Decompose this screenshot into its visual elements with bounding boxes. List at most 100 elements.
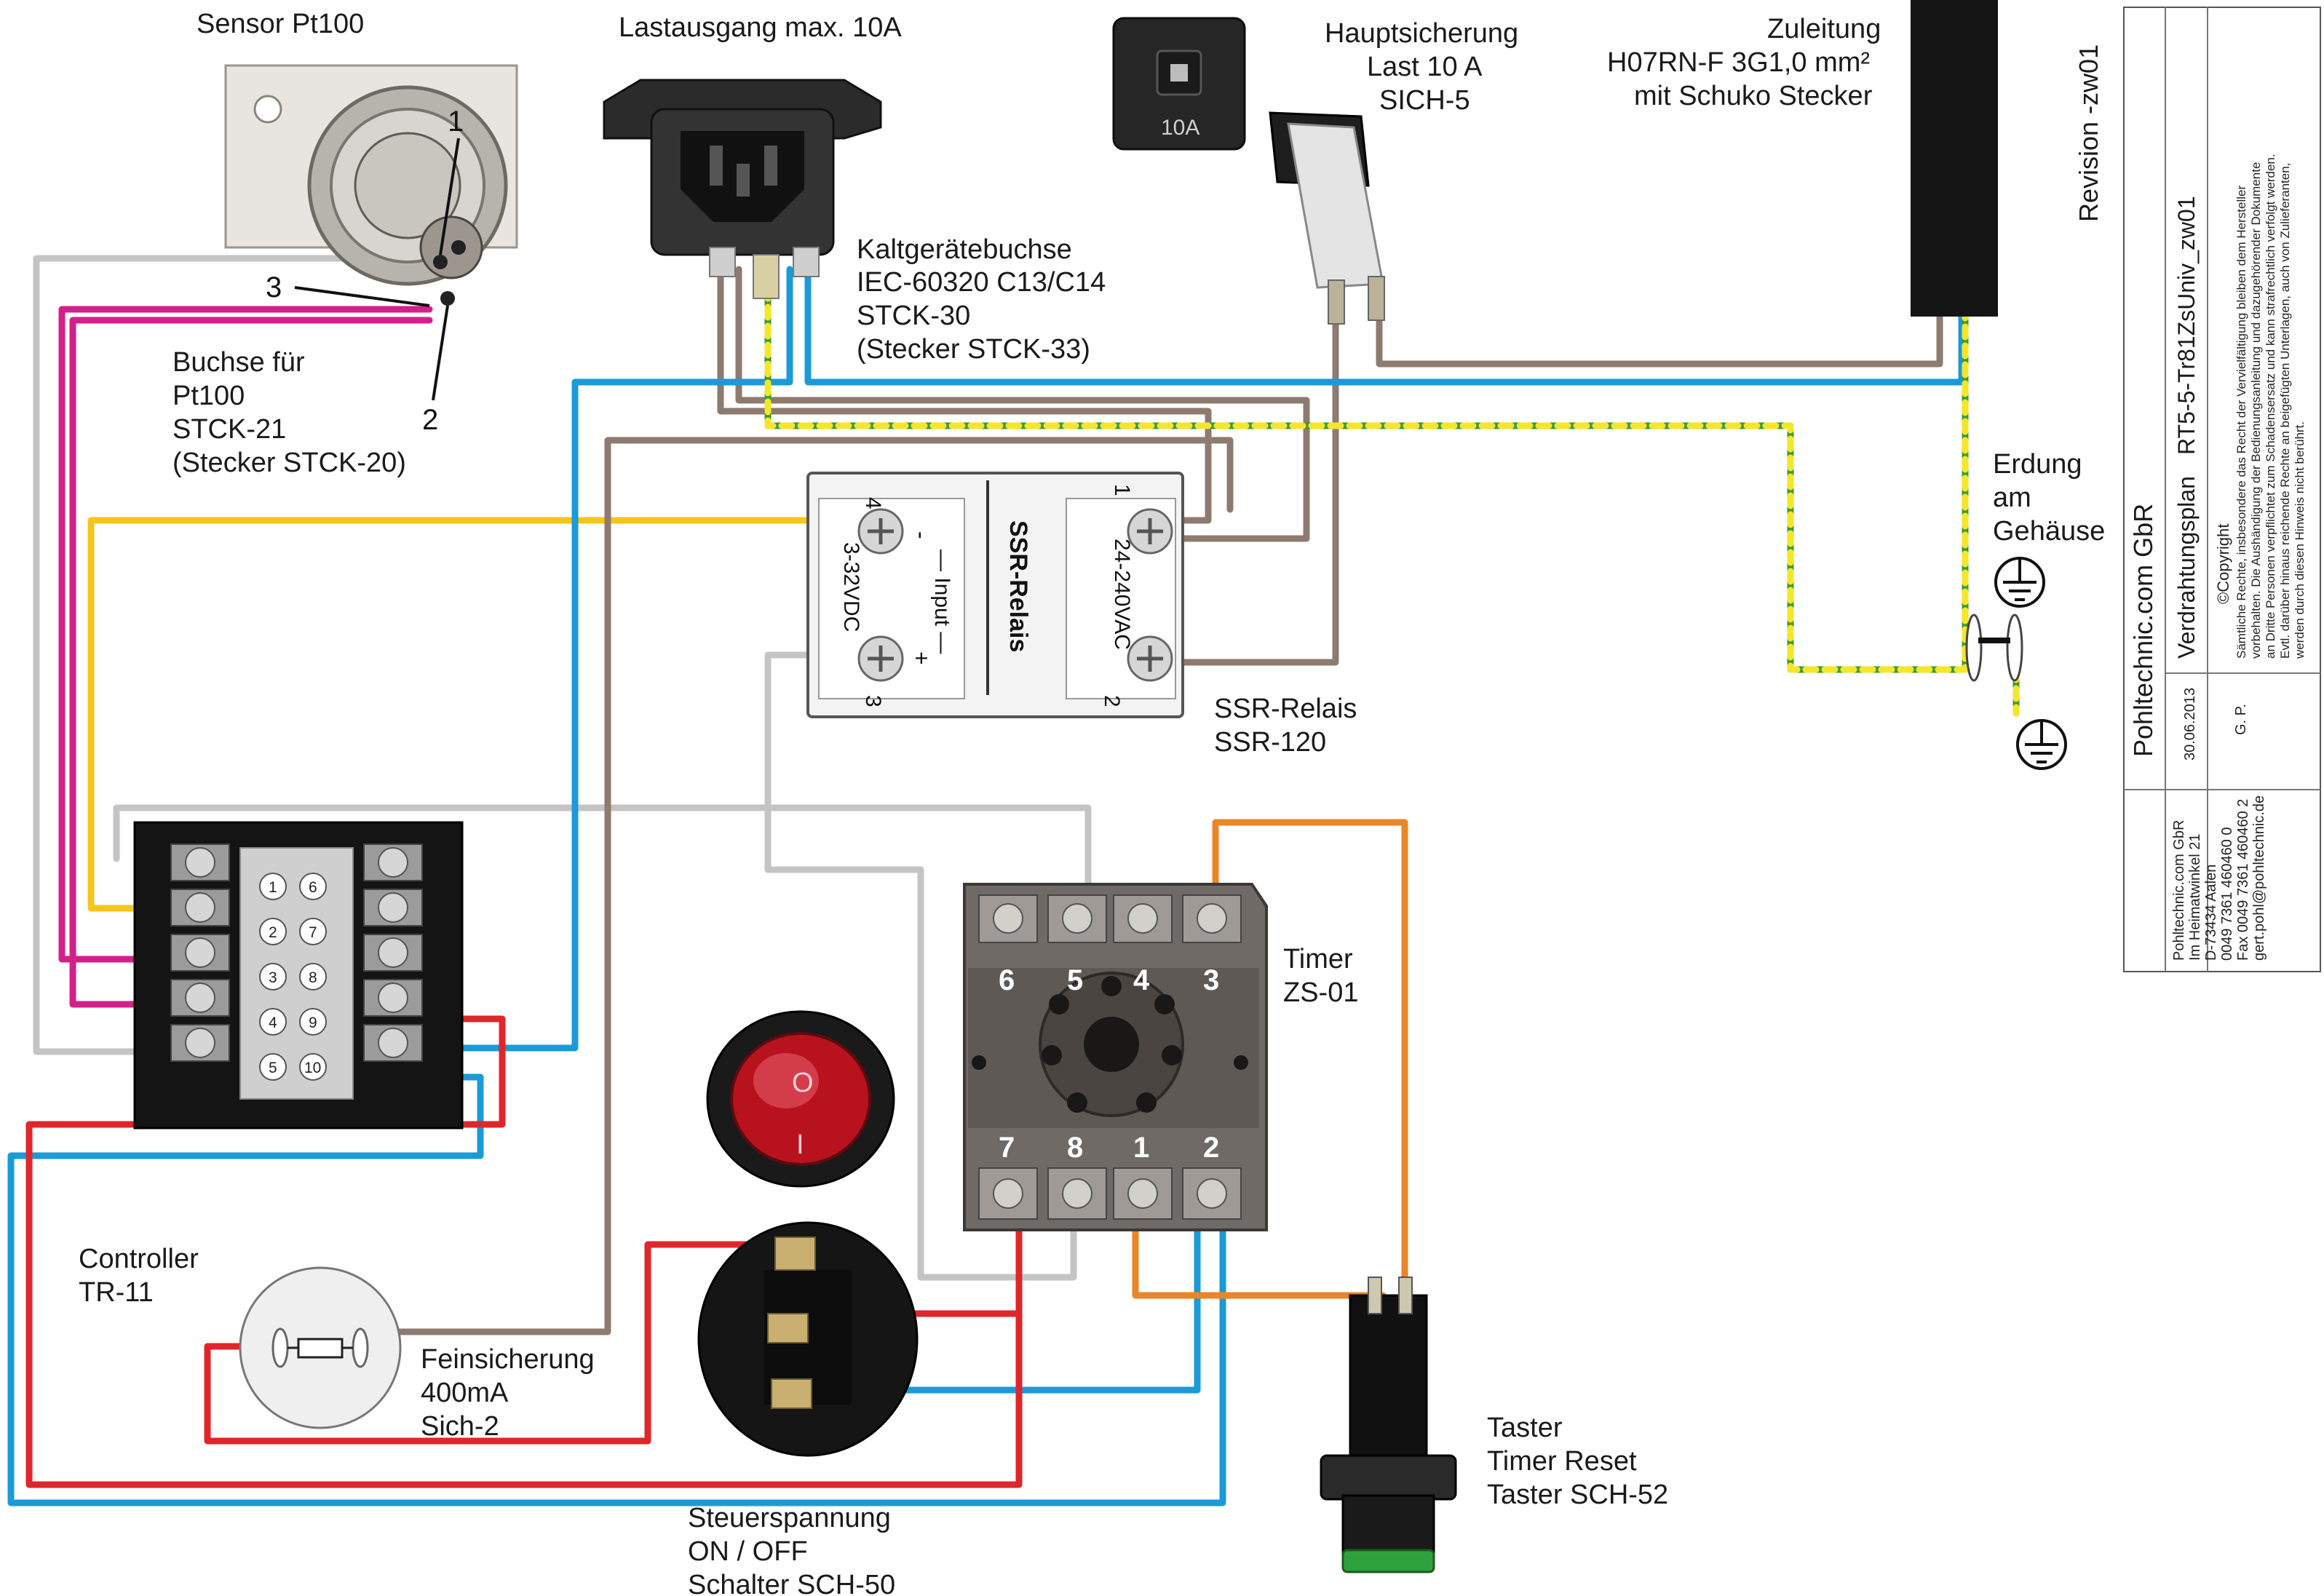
earthing: Erdung am Gehäuse [1965, 449, 2105, 770]
copyright-line-2: vorbehalten. Die Aushändigung der Bedien… [2249, 162, 2263, 659]
wire-blue-controller-to-taster [7, 1073, 1226, 1506]
ssr-ac-rating: 24-240VAC [1110, 539, 1134, 650]
erd-label-3: Gehäuse [1993, 516, 2105, 547]
controller-pin-10: 10 [304, 1060, 321, 1076]
controller-left-screws [170, 843, 230, 1062]
wire-brown-kalt-to-ssr1 [717, 266, 1212, 524]
zul-label-2: H07RN-F 3G1,0 mm² [1607, 47, 1870, 78]
controller-label-1: Controller [79, 1244, 199, 1274]
taster-label-2: Timer Reset [1487, 1446, 1637, 1477]
wire-grey-sensor-to-controller [33, 255, 440, 1055]
timer-pin-4: 4 [1133, 964, 1150, 996]
timer-pin-2: 2 [1203, 1132, 1219, 1164]
erd-label-1: Erdung [1993, 449, 2082, 480]
title-block: Revision -zw01 Pohltechnic.com GbR Verdr… [2074, 7, 2321, 972]
switch-off-mark: O [792, 1068, 814, 1098]
address-line-4: 0049 7361 460460 0 [2219, 827, 2235, 961]
fein-label-3: Sich-2 [421, 1411, 499, 1442]
rocker-switch-front: O I [706, 1010, 895, 1188]
timer-pin-8: 8 [1067, 1132, 1083, 1164]
erd-label-2: am [1993, 483, 2031, 513]
fein-label-2: 400mA [421, 1378, 509, 1408]
controller-pin-9: 9 [309, 1015, 317, 1031]
timer-label-1: Timer [1283, 944, 1353, 974]
steuer-label-2: ON / OFF [688, 1536, 808, 1567]
controller-pin-1: 1 [269, 879, 277, 896]
wire-blue-kalt-to-controller [404, 266, 793, 1052]
taster-label-1: Taster [1487, 1413, 1563, 1443]
wire-blue-switch-to-timer2 [801, 1197, 1201, 1394]
rocker-switch-back: Steuerspannung ON / OFF Schalter SCH-50 [688, 1221, 919, 1596]
timer-pin-5: 5 [1067, 964, 1083, 996]
main-fuse: Hauptsicherung Last 10 A SICH-5 [1269, 18, 1518, 325]
controller-pin-6: 6 [309, 879, 317, 896]
supply-cable: Zuleitung H07RN-F 3G1,0 mm² mit Schuko S… [1607, 0, 1998, 317]
push-button: Taster Timer Reset Taster SCH-52 [1320, 1277, 1668, 1573]
copyright-line-4: Evtl. darüber hinaus reichende Rechte an… [2278, 163, 2292, 659]
timer-top-screws [978, 894, 1242, 943]
haupt-label-2: Last 10 A [1367, 52, 1483, 82]
timer-pin-7: 7 [999, 1132, 1015, 1164]
wire-orange-timer3-to-taster [1212, 819, 1408, 1299]
controller-pin-8: 8 [309, 969, 317, 986]
zul-label-3: mit Schuko Stecker [1634, 81, 1873, 111]
buchse-label-1: Buchse für [172, 347, 305, 378]
timer-pin-1: 1 [1133, 1132, 1149, 1164]
sensor-pin2-label: 2 [422, 404, 438, 436]
sensor-title: Sensor Pt100 [197, 9, 364, 39]
controller-pin-3: 3 [269, 969, 277, 986]
ssr-relay: 4 1 3 2 - + 3-32VDC — Input — SSR-Relais… [806, 472, 1357, 758]
wire-brown-kalt2-to-ssr1 [735, 266, 1310, 542]
ssr-input-label: — Input — [930, 549, 954, 654]
wire-grey-controller-to-timer5 [113, 804, 1092, 910]
address-line-1: Pohltechnic.com GbR [2171, 820, 2187, 961]
buchse-label-2: Pt100 [172, 381, 245, 411]
plan-label: Verdrahtungsplan [2173, 476, 2200, 659]
address-line-3: D-73434 Aalen [2203, 865, 2219, 961]
wire-brown-zul-to-hauptsich [1376, 302, 1943, 368]
sensor-socket: Sensor Pt100 1 3 2 Buchse für Pt100 STCK… [172, 9, 518, 478]
ssr-label-2: SSR-120 [1214, 727, 1326, 758]
wire-grey-ssr3-to-timer8 [764, 651, 1077, 1281]
ssr-title: SSR-Relais [1004, 520, 1032, 652]
kalt-label-2: IEC-60320 C13/C14 [857, 267, 1106, 298]
sensor-pin1-label: 1 [448, 106, 464, 138]
switch-on-mark: I [796, 1129, 804, 1160]
ssr-terminal-4: 4 [861, 497, 885, 509]
fine-fuse: Feinsicherung 400mA Sich-2 [239, 1266, 595, 1442]
buchse-label-3: STCK-21 [172, 414, 286, 445]
wire-magenta-sensor3 [58, 306, 433, 963]
wire-red-feinsicherung-to-switch [204, 1241, 815, 1445]
plan-id: RT5-5-Tr81ZsUniv_zw01 [2173, 196, 2200, 455]
zul-label-1: Zuleitung [1767, 14, 1881, 44]
wire-blue-kalt-n-to-zul [804, 266, 1965, 386]
timer-pin-3: 3 [1203, 964, 1219, 996]
kalt-label-3: STCK-30 [857, 301, 970, 331]
kalt-label-4: (Stecker STCK-33) [857, 334, 1090, 365]
copyright-line-3: an Dritte Personen verpflichtet zum Scha… [2264, 154, 2277, 659]
ground-symbol-lower [2016, 719, 2067, 770]
sensor-pin3-label: 3 [266, 271, 282, 303]
controller-pin-4: 4 [269, 1015, 277, 1031]
wire-earth-stripes [764, 266, 1969, 673]
timer-socket: 6 5 4 3 7 8 1 2 Timer ZS-01 [963, 883, 1358, 1231]
ssr-terminal-1: 1 [1110, 484, 1134, 496]
timer-pin-6: 6 [999, 964, 1015, 996]
revision-label: Revision -zw01 [2074, 44, 2103, 222]
steuer-label-1: Steuerspannung [688, 1503, 891, 1533]
ssr-dc-rating: 3-32VDC [839, 542, 863, 632]
timer-label-2: ZS-01 [1283, 977, 1358, 1008]
fuse-cap: 10A [1112, 17, 1246, 151]
copyright-heading: ©Copyright [2214, 524, 2232, 604]
controller-pin-2: 2 [269, 924, 277, 941]
kaltgeraete-socket: Lastausgang max. 10A Kaltgerätebuchse IE… [603, 12, 1106, 365]
haupt-label-1: Hauptsicherung [1325, 18, 1518, 49]
controller-right-screws [363, 843, 423, 1062]
date: 30.06.2013 [2182, 688, 2198, 761]
steuer-label-3: Schalter SCH-50 [688, 1570, 895, 1596]
ground-symbol-upper [1994, 557, 2045, 608]
ssr-label-1: SSR-Relais [1214, 694, 1357, 724]
ssr-terminal-2: 2 [1100, 695, 1124, 707]
company-name: Pohltechnic.com GbR [2128, 504, 2158, 757]
